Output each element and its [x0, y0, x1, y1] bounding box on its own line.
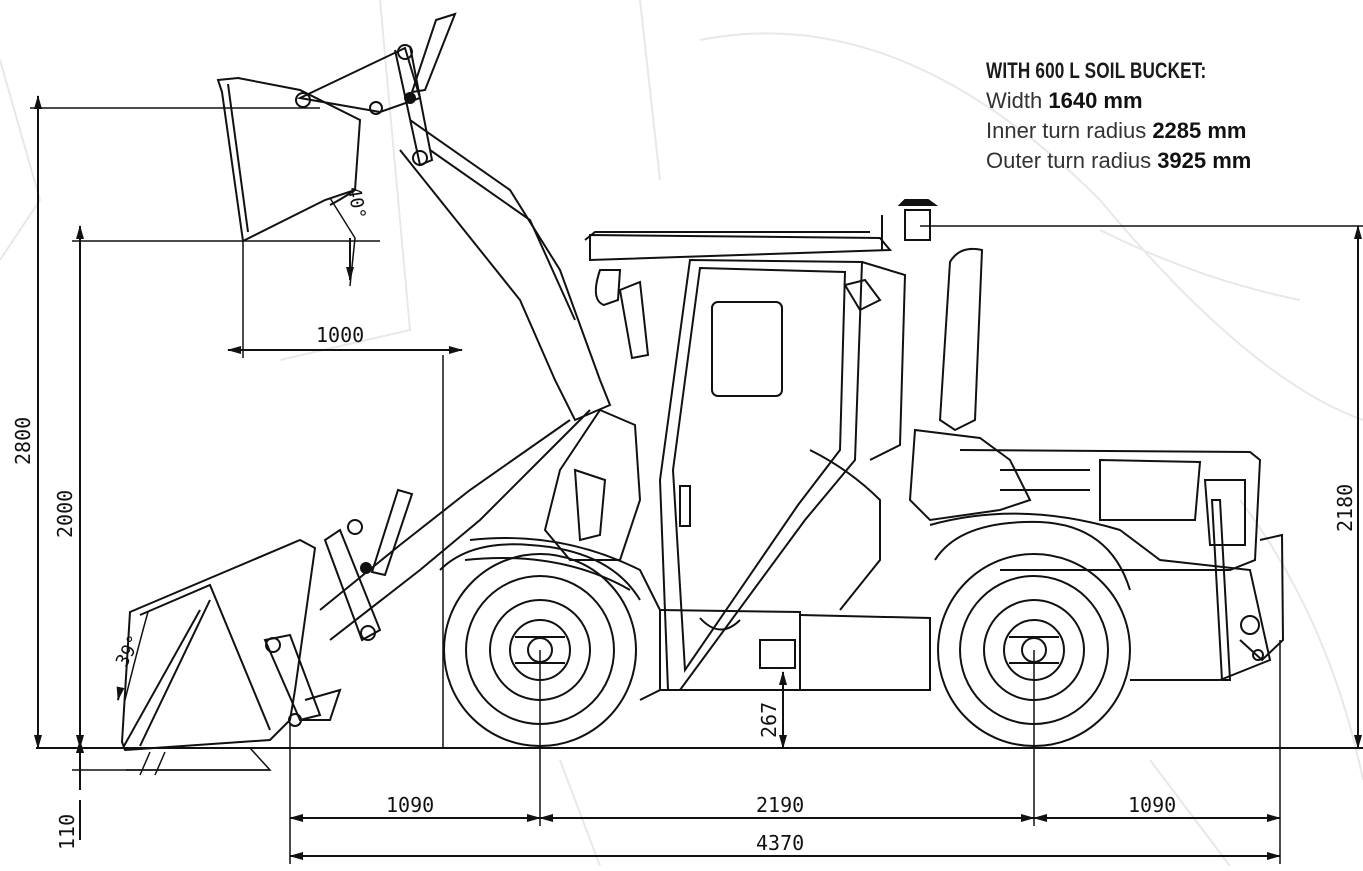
spec-width-value: 1640 mm: [1048, 88, 1143, 113]
mid-chassis: [659, 449, 931, 691]
rear-body: [908, 247, 1285, 681]
spec-width-label: Width: [986, 88, 1049, 113]
raised-bucket: [216, 76, 362, 287]
cab: [584, 199, 939, 691]
label-2800: 2800: [11, 417, 35, 465]
spec-row-outer-turn: Outer turn radius 3925 mm: [986, 146, 1269, 176]
rear-wheel: [937, 553, 1131, 747]
lift-arm-lower: [319, 409, 591, 641]
label-2180: 2180: [1333, 484, 1357, 532]
label-267: 267: [757, 702, 781, 738]
raised-linkage: [295, 12, 457, 167]
label-2000: 2000: [53, 490, 77, 538]
lift-arm-upper: [399, 119, 612, 422]
front-chassis: [464, 408, 661, 701]
label-2190: 2190: [756, 793, 804, 817]
spec-outer-turn-value: 3925 mm: [1157, 148, 1252, 173]
label-4370: 4370: [756, 831, 804, 855]
spec-heading: WITH 600 L SOIL BUCKET:: [986, 58, 1207, 83]
spec-row-inner-turn: Inner turn radius 2285 mm: [986, 116, 1269, 146]
spec-row-width: Width 1640 mm: [986, 86, 1269, 116]
front-wheel: [443, 553, 637, 747]
label-1090-rear: 1090: [1128, 793, 1176, 817]
lowered-bucket: [116, 538, 317, 776]
fenders: [439, 520, 1131, 601]
spec-inner-turn-value: 2285 mm: [1152, 118, 1247, 143]
spec-inner-turn-label: Inner turn radius: [986, 118, 1153, 143]
spec-outer-turn-label: Outer turn radius: [986, 148, 1158, 173]
label-110: 110: [55, 814, 79, 850]
label-1000: 1000: [316, 323, 364, 347]
label-40-degree: 40°: [343, 185, 369, 221]
spec-panel: WITH 600 L SOIL BUCKET: Width 1640 mm In…: [986, 56, 1269, 176]
lowered-linkage: [263, 488, 414, 727]
label-1090-front: 1090: [386, 793, 434, 817]
